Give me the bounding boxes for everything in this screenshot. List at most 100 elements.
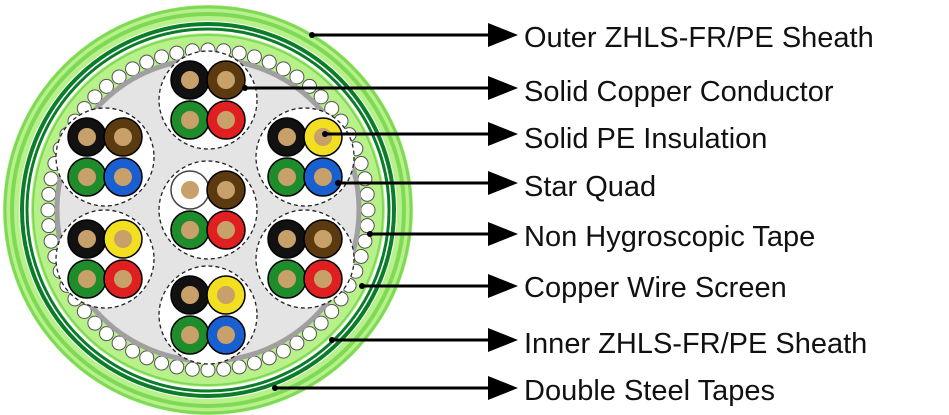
copper-conductor [78,230,96,248]
star-quad [55,107,155,207]
star-quad [158,160,258,260]
copper-conductor [217,181,235,199]
copper-conductor [114,128,132,146]
copper-conductor [181,286,199,304]
arrowhead-outer-sheath [488,23,518,47]
label-wire-screen: Copper Wire Screen [524,272,787,304]
copper-wire-strand [43,171,59,187]
copper-wire-strand [76,304,92,320]
copper-wire-strand [154,355,170,371]
copper-conductor [217,71,235,89]
copper-conductor [314,128,332,146]
copper-conductor [181,71,199,89]
star-quad-outline [55,209,155,309]
copper-conductor [217,286,235,304]
copper-conductor [278,128,296,146]
inner-sheath-edge [32,34,384,386]
copper-conductor [114,168,132,186]
star-quad-outline [55,107,155,207]
copper-wire-strand [275,343,291,359]
copper-wire-strand [154,49,170,65]
copper-wire-strand [125,61,141,77]
copper-wire-strand [246,355,262,371]
leader-dot-star-quad [335,180,341,186]
copper-conductor [278,168,296,186]
copper-wire-strand [139,54,155,70]
copper-conductor [114,270,132,288]
arrowhead-insulation [488,122,518,146]
copper-wire-strand [302,78,318,94]
copper-wire-strand [87,315,103,331]
copper-conductor [217,221,235,239]
copper-wire-strand [216,361,232,377]
leader-dot-tape [367,231,373,237]
leader-dot-wire-screen [359,283,365,289]
leader-dot-conductor [242,85,248,91]
star-quad-outline [255,209,355,309]
copper-wire-strand [41,218,57,234]
copper-conductor [181,181,199,199]
outer-sheath-edge [3,5,413,415]
copper-conductor [314,270,332,288]
arrowhead-steel-tapes [488,376,518,400]
copper-conductor [278,270,296,288]
label-conductor: Solid Copper Conductor [524,76,834,108]
copper-conductor [114,230,132,248]
copper-wire-strand [41,186,57,202]
copper-wire-strand [98,78,114,94]
copper-wire-strand [359,218,375,234]
copper-wire-strand [324,304,340,320]
copper-wire-strand [169,359,185,375]
copper-conductor [181,111,199,129]
label-steel-tapes: Double Steel Tapes [524,375,775,407]
star-quad [55,209,155,309]
leader-dot-inner-sheath [329,337,335,343]
copper-wire-strand [360,202,376,218]
copper-conductor [314,230,332,248]
copper-wire-strand [261,54,277,70]
label-outer-sheath: Outer ZHLS-FR/PE Sheath [524,22,874,54]
arrowhead-tape [488,222,518,246]
star-quad [255,209,355,309]
star-quad-outline [158,160,258,260]
copper-wire-strand [40,202,56,218]
steel-tape-band-2 [25,27,391,393]
copper-wire-strand [313,315,329,331]
copper-wire-strand [139,350,155,366]
label-tape: Non Hygroscopic Tape [524,221,815,253]
leader-dot-steel-tapes [272,385,278,391]
copper-conductor [181,326,199,344]
leader-dot-insulation [322,131,328,137]
copper-conductor [217,326,235,344]
label-insulation: Solid PE Insulation [524,123,767,155]
copper-wire-strand [353,156,369,172]
star-quad [255,107,355,207]
copper-wire-strand [125,343,141,359]
copper-wire-strand [246,49,262,65]
copper-wire-strand [324,100,340,116]
star-quad-outline [158,50,258,150]
copper-wire-strand [313,89,329,105]
copper-wire-strand [98,326,114,342]
arrowhead-conductor [488,76,518,100]
copper-wire-strand [353,248,369,264]
star-quad-outline [158,265,258,365]
arrowhead-wire-screen [488,274,518,298]
copper-conductor [278,230,296,248]
copper-wire-strand [200,362,216,378]
copper-conductor [78,168,96,186]
copper-wire-strand [111,335,127,351]
copper-conductor [78,270,96,288]
copper-wire-strand [289,69,305,85]
star-quad [158,50,258,150]
copper-wire-strand [289,335,305,351]
star-quad [158,265,258,365]
copper-wire-strand [359,186,375,202]
arrowhead-star-quad [488,171,518,195]
label-inner-sheath: Inner ZHLS-FR/PE Sheath [524,328,867,360]
copper-conductor [314,168,332,186]
copper-conductor [181,221,199,239]
copper-wire-strand [275,61,291,77]
arrowhead-inner-sheath [488,328,518,352]
